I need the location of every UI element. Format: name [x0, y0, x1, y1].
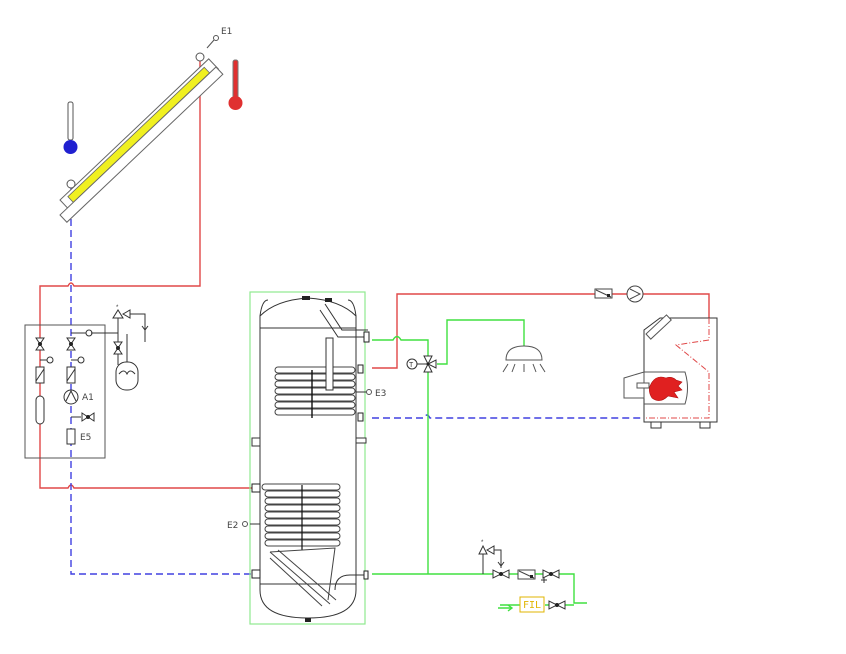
- tank-boundary: [249, 291, 366, 625]
- boiler-flow-pipe: [372, 293, 710, 369]
- inlet-arrow: [498, 604, 514, 612]
- label-e5: E5: [80, 433, 91, 443]
- storage-tank[interactable]: E3 E2: [227, 296, 386, 622]
- filter-icon: FIL: [519, 596, 545, 613]
- shower-icon[interactable]: [502, 345, 546, 373]
- svg-text:*: *: [116, 305, 119, 311]
- air-separator-icon: [35, 395, 45, 425]
- thermometer-icon: [77, 356, 85, 364]
- hot-water-outlet-pipe: [372, 335, 429, 574]
- flow-meter-icon: [66, 428, 76, 445]
- expansion-vessel-icon[interactable]: [115, 361, 139, 391]
- ball-valve-icon: [492, 569, 510, 579]
- label-e1: E1: [221, 27, 232, 37]
- solar-collector[interactable]: E1: [59, 27, 232, 223]
- cold-supply-pipe: [372, 573, 587, 604]
- safety-valve-icon: *: [91, 305, 149, 342]
- ball-valve-icon: [35, 337, 45, 351]
- thermometer-icon: [46, 356, 54, 364]
- label-e3: E3: [375, 389, 386, 399]
- drain-valve-icon: [81, 412, 95, 422]
- thermometer-hot-icon: [228, 59, 243, 110]
- ball-valve-icon: [542, 569, 560, 579]
- ball-valve-icon: [548, 600, 566, 610]
- safety-valve-icon: *: [478, 540, 505, 574]
- filter-label: FIL: [523, 600, 541, 611]
- cold-water-inlet[interactable]: * FIL: [478, 540, 566, 613]
- ball-valve-icon: [113, 341, 123, 355]
- pump-station[interactable]: A1 E5: [24, 324, 106, 459]
- ball-valve-icon: [66, 337, 76, 351]
- pump-a1-icon[interactable]: [63, 389, 79, 405]
- boiler-pump-icon[interactable]: [626, 285, 644, 303]
- boiler-return-pipe: [372, 414, 645, 419]
- label-a1: A1: [82, 393, 94, 403]
- lower-coil: [261, 483, 341, 607]
- solar-return-pipe: [70, 186, 255, 575]
- label-e2: E2: [227, 521, 238, 531]
- check-valve-icon: [517, 569, 536, 580]
- mixing-valve[interactable]: T: [406, 355, 437, 373]
- solar-flow-pipe: [39, 57, 255, 489]
- sensor-e1: [213, 35, 219, 41]
- shower-supply-pipe: [437, 319, 525, 365]
- thermometer-cold-icon: [63, 101, 78, 154]
- boiler-check-valve-icon: [594, 288, 613, 299]
- svg-text:*: *: [481, 540, 484, 546]
- boiler[interactable]: [623, 314, 718, 429]
- thermostat-label: T: [409, 362, 414, 369]
- sensor-e2: [242, 521, 248, 527]
- sensor-e3: [366, 389, 372, 395]
- upper-coil: [274, 366, 356, 418]
- flame-icon: [649, 376, 683, 401]
